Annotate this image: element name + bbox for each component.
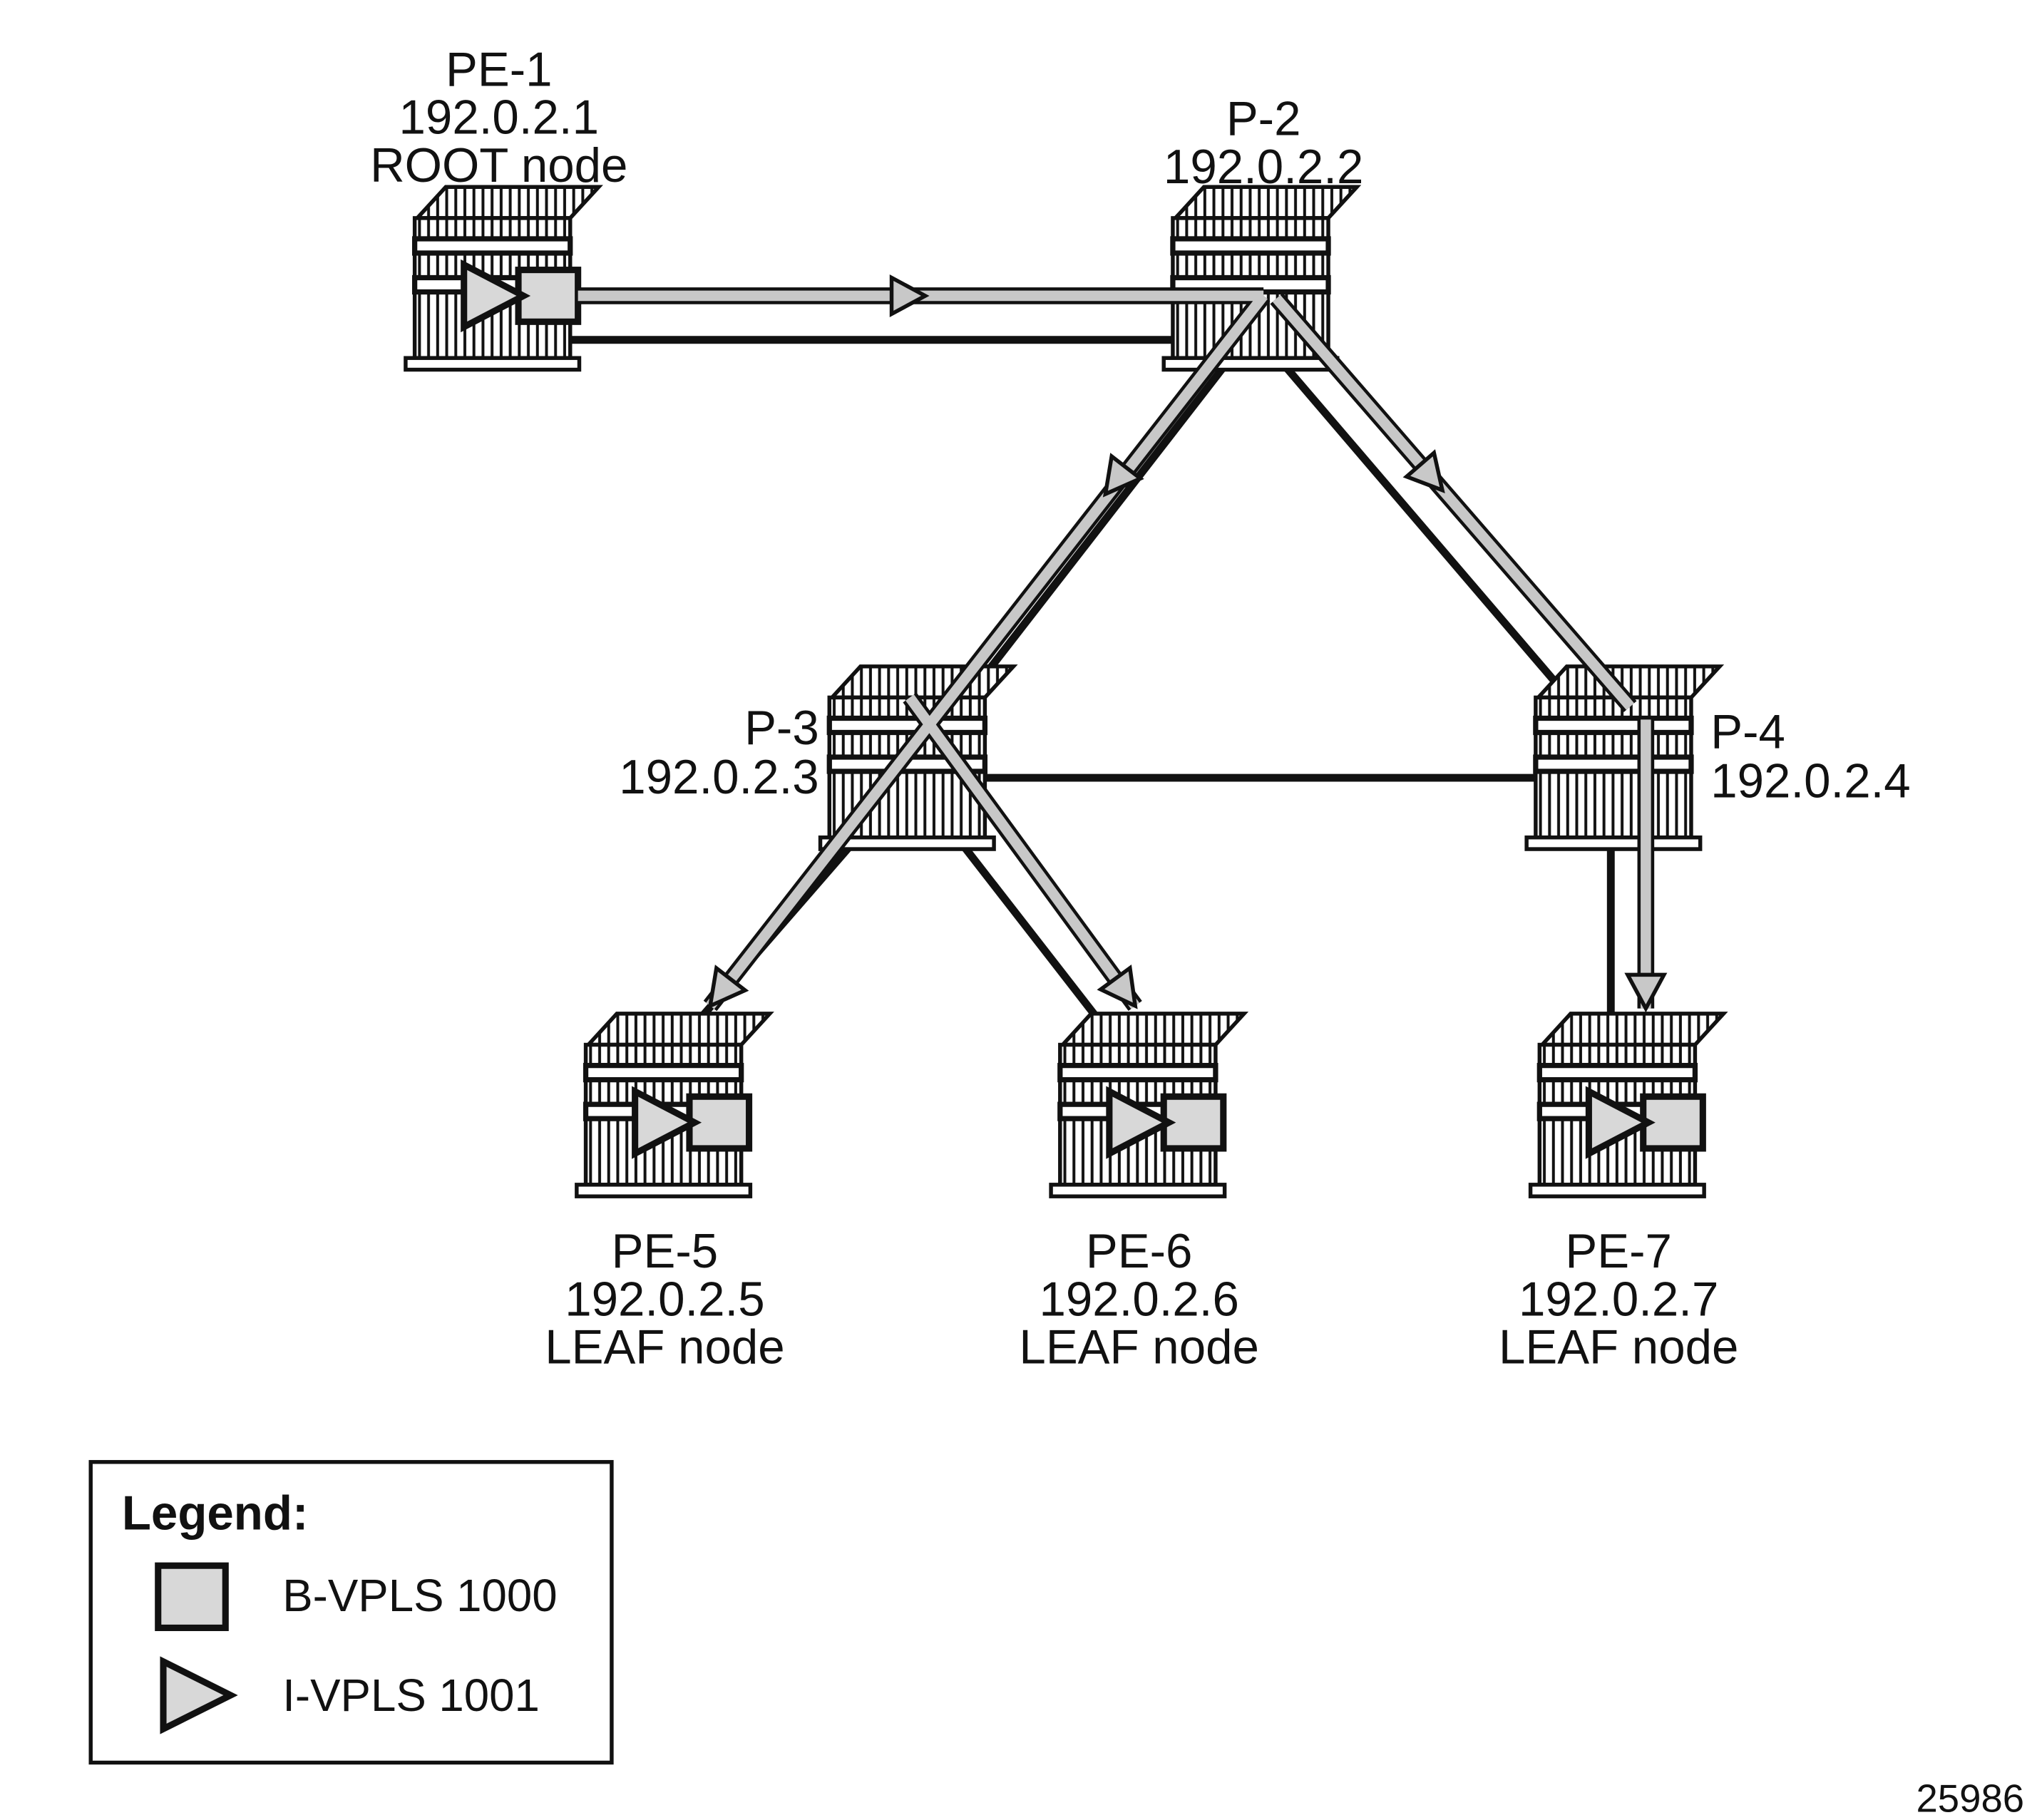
arrow-pe1-p2 xyxy=(892,278,925,314)
pe5-service-icons xyxy=(635,1091,749,1153)
pe5-name: PE-5 xyxy=(612,1225,719,1278)
pe6-name: PE-6 xyxy=(1086,1225,1193,1278)
multicast-tree-paths xyxy=(578,278,1664,1017)
pe6-ip: 192.0.2.6 xyxy=(1039,1273,1238,1326)
legend-title: Legend: xyxy=(122,1486,309,1540)
link-p2-p4 xyxy=(1277,358,1574,703)
pe5-role: LEAF node xyxy=(545,1321,784,1374)
pe7-role: LEAF node xyxy=(1499,1321,1738,1374)
pe1-name: PE-1 xyxy=(446,43,553,97)
pe7-name: PE-7 xyxy=(1565,1225,1672,1278)
tree-arrowheads xyxy=(696,278,1664,1017)
link-p2-p3 xyxy=(962,358,1232,703)
legend: Legend: B-VPLS 1000 I-VPLS 1001 xyxy=(88,1460,614,1765)
p3-ip: 192.0.2.3 xyxy=(619,751,819,804)
i-vpls-legend-label: I-VPLS 1001 xyxy=(282,1670,540,1721)
b-vpls-legend-label: B-VPLS 1000 xyxy=(282,1570,557,1621)
tree-path-p2-pe5 xyxy=(706,292,1268,1009)
node-labels: PE-1 192.0.2.1 ROOT node P-2 192.0.2.2 P… xyxy=(370,43,1911,1374)
i-vpls-legend-triangle-icon xyxy=(160,1656,238,1734)
link-p3-pe6 xyxy=(955,838,1115,1039)
pe1-role: ROOT node xyxy=(370,139,627,192)
pe7-ip: 192.0.2.7 xyxy=(1519,1273,1718,1326)
pe7-service-icons xyxy=(1589,1091,1703,1153)
router-p2 xyxy=(1164,187,1357,369)
tree-path-p2-p4 xyxy=(1272,294,1635,710)
pe1-ip: 192.0.2.1 xyxy=(399,91,599,145)
pe6-role: LEAF node xyxy=(1019,1321,1258,1374)
pe5-ip: 192.0.2.5 xyxy=(565,1273,764,1326)
pe1-service-icons xyxy=(464,264,578,327)
p2-name: P-2 xyxy=(1226,93,1301,146)
figure-number: 25986 xyxy=(1916,1777,2024,1820)
p3-name: P-3 xyxy=(744,701,819,755)
p4-name: P-4 xyxy=(1710,705,1785,759)
arrow-to-pe7 xyxy=(1628,975,1664,1008)
p4-ip: 192.0.2.4 xyxy=(1710,754,1910,808)
tree-path-p3-pe6 xyxy=(905,694,1140,1009)
b-vpls-legend-square-icon xyxy=(155,1562,229,1631)
pe6-service-icons xyxy=(1109,1091,1223,1153)
p2-ip: 192.0.2.2 xyxy=(1164,140,1363,194)
